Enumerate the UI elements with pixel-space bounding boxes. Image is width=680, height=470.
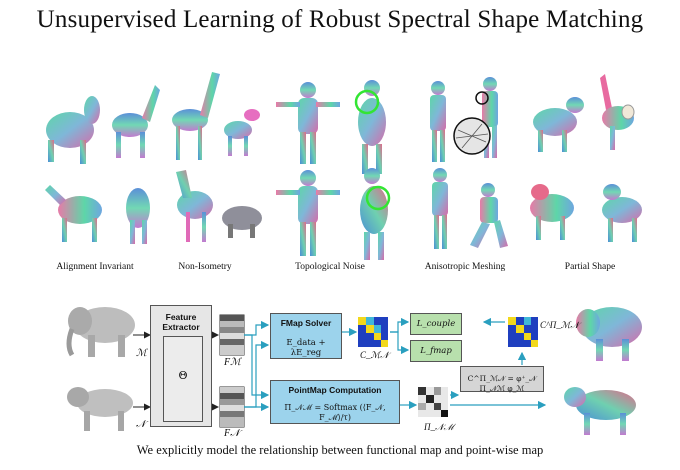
shape-group-topological-noise — [276, 80, 391, 260]
coupling-loss-label: L_couple — [416, 319, 456, 329]
figure-caption: We explicitly model the relationship bet… — [136, 443, 544, 457]
feature-m-label: Fℳ — [224, 357, 241, 368]
category-label: Alignment Invariant — [56, 262, 134, 272]
highlight-circle — [354, 89, 380, 115]
output-lion-shape — [564, 387, 636, 435]
fmap-loss-label: L_fmap — [420, 346, 452, 356]
shape-group-non-isometry — [172, 72, 262, 242]
highlight-circle — [365, 185, 391, 211]
category-label: Non-Isometry — [178, 262, 232, 272]
pipeline-diagram — [66, 307, 642, 435]
category-label: Anisotropic Meshing — [424, 262, 506, 272]
category-label: Partial Shape — [564, 262, 616, 272]
pointmap-functional-map-label: C^Π_ℳ𝒩 — [540, 320, 580, 330]
coupling-loss-box: L_couple — [410, 313, 462, 335]
shape-group-partial-shape — [530, 74, 642, 242]
fmap-solver-box: FMap Solver E_data + λE_reg — [270, 313, 342, 359]
theta-label: Θ — [178, 369, 188, 382]
pointmap-label: Π_𝒩ℳ — [424, 422, 454, 432]
shape-group-alignment-invariant — [45, 85, 160, 244]
fmap-solver-equation: E_data + λE_reg — [286, 338, 326, 358]
fmap-solver-title: FMap Solver — [280, 318, 332, 328]
output-elephant-shape — [576, 307, 642, 361]
shape-n-label: 𝒩 — [136, 419, 146, 430]
feature-extractor-network: Θ — [163, 336, 203, 422]
feature-matrix-n — [219, 386, 245, 428]
shape-group-anisotropic-meshing — [430, 77, 508, 249]
pointmap-functional-map-matrix — [508, 317, 538, 347]
fmap-loss-box: L_fmap — [410, 340, 462, 362]
conversion-box: C^Π_ℳ𝒩 = φ⁺_𝒩 Π_𝒩ℳ φ_ℳ — [460, 366, 544, 393]
page-title: Unsupervised Learning of Robust Spectral… — [36, 6, 644, 33]
elephant-shape — [66, 307, 135, 357]
pointmap-matrix — [418, 387, 448, 417]
pointmap-computation-title: PointMap Computation — [288, 385, 382, 395]
feature-extractor-title: Feature Extractor — [162, 312, 200, 332]
feature-n-label: F𝒩 — [224, 428, 240, 439]
feature-matrix-m — [219, 314, 245, 356]
conversion-equation: C^Π_ℳ𝒩 = φ⁺_𝒩 Π_𝒩ℳ φ_ℳ — [467, 374, 537, 393]
shape-m-label: ℳ — [136, 348, 147, 359]
category-label: Topological Noise — [295, 262, 365, 272]
feature-extractor-box: Feature Extractor Θ — [150, 305, 212, 427]
functional-map-matrix — [358, 317, 388, 347]
pointmap-computation-equation: Π_𝒩ℳ = Softmax (⟨F_𝒩, F_ℳ⟩/τ) — [284, 403, 386, 422]
lion-shape — [67, 387, 133, 431]
shape-gallery — [45, 72, 642, 260]
pointmap-computation-box: PointMap Computation Π_𝒩ℳ = Softmax (⟨F_… — [270, 380, 400, 424]
functional-map-label: C_ℳ𝒩 — [360, 350, 389, 360]
